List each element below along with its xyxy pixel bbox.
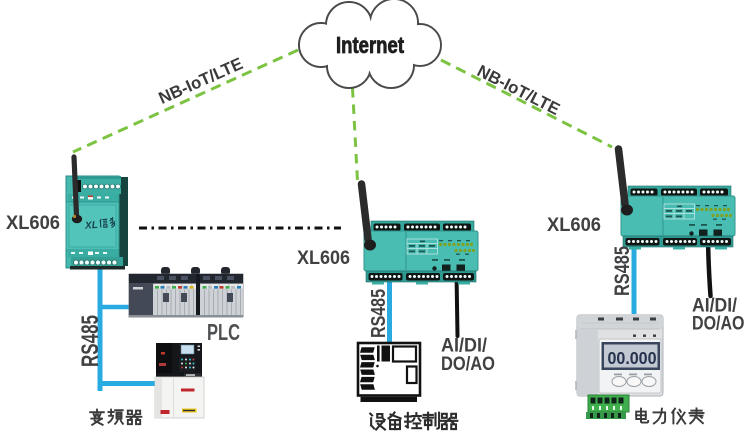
svg-text:XL606: XL606 <box>297 248 350 269</box>
svg-text:RS485: RS485 <box>611 246 634 296</box>
svg-text:PLC: PLC <box>207 319 240 345</box>
svg-text:AI/DI/: AI/DI/ <box>692 296 738 317</box>
svg-text:DO/AO: DO/AO <box>441 354 495 375</box>
svg-text:NB-IoT/LTE: NB-IoT/LTE <box>474 61 563 119</box>
svg-text:AI/DI/: AI/DI/ <box>441 336 488 357</box>
svg-text:XL: XL <box>84 220 99 232</box>
svg-text:Internet: Internet <box>336 32 404 58</box>
svg-text:RS485: RS485 <box>77 315 104 367</box>
svg-text:RS485: RS485 <box>368 289 390 338</box>
svg-text:XL606: XL606 <box>547 215 601 236</box>
svg-text:XL606: XL606 <box>6 213 60 234</box>
svg-text:DO/AO: DO/AO <box>692 314 745 335</box>
svg-text:00.000: 00.000 <box>608 348 657 368</box>
